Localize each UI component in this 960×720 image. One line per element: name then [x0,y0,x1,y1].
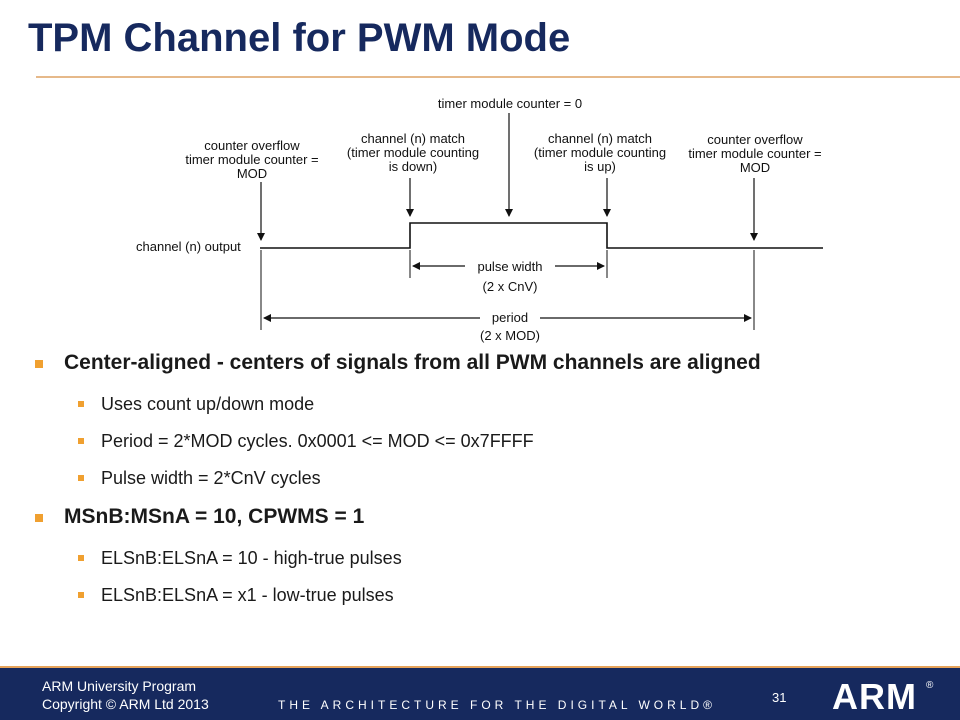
sub-bullet-marker [78,555,84,561]
label-overflow-right-1: counter overflow [707,132,803,147]
sub-bullet-marker [78,592,84,598]
sub-bullet-text: ELSnB:ELSnA = x1 - low-true pulses [101,585,394,605]
bullet-center-aligned: Center-aligned - centers of signals from… [32,348,932,378]
sub-bullet-high-true: ELSnB:ELSnA = 10 - high-true pulses [32,547,932,569]
label-overflow-left-2: timer module counter = [185,152,318,167]
label-match-up-3: is up) [584,159,616,174]
label-counter-zero: timer module counter = 0 [438,96,582,111]
bullet-marker [35,360,43,368]
label-match-down-3: is down) [389,159,437,174]
bullet-marker [35,514,43,522]
label-channel-output: channel (n) output [136,239,241,254]
label-overflow-left-3: MOD [237,166,267,181]
label-pulse-width-1: pulse width [477,259,542,274]
label-match-down-2: (timer module counting [347,145,479,160]
footer-copyright: Copyright © ARM Ltd 2013 [42,696,209,712]
footer-tagline: THE ARCHITECTURE FOR THE DIGITAL WORLD® [278,698,716,712]
pwm-timing-diagram: timer module counter = 0 counter overflo… [136,96,823,343]
label-match-down-1: channel (n) match [361,131,465,146]
sub-bullet-text: Period = 2*MOD cycles. 0x0001 <= MOD <= … [101,431,534,451]
label-overflow-right-2: timer module counter = [688,146,821,161]
bullet-mode-bits: MSnB:MSnA = 10, CPWMS = 1 [32,502,932,532]
bullet-text: Center-aligned - centers of signals from… [64,351,761,374]
footer-organization: ARM University Program [42,678,197,694]
sub-bullet-period: Period = 2*MOD cycles. 0x0001 <= MOD <= … [32,430,932,452]
title-divider [36,76,960,78]
sub-bullet-pulse-width: Pulse width = 2*CnV cycles [32,467,932,489]
channel-output-waveform [260,222,823,249]
sub-bullet-count-mode: Uses count up/down mode [32,393,932,415]
sub-bullet-low-true: ELSnB:ELSnA = x1 - low-true pulses [32,584,932,606]
label-overflow-left-1: counter overflow [204,138,300,153]
sub-bullet-text: Uses count up/down mode [101,394,315,414]
label-period-1: period [492,310,528,325]
label-match-up-2: (timer module counting [534,145,666,160]
sub-bullet-marker [78,438,84,444]
footer: ARM University Program Copyright © ARM L… [0,668,960,720]
slide-title: TPM Channel for PWM Mode [28,16,571,60]
label-period-2: (2 x MOD) [480,328,540,343]
registered-mark-icon: ® [926,680,934,691]
bullet-list: Center-aligned - centers of signals from… [32,348,932,606]
sub-bullet-marker [78,475,84,481]
bullet-text: MSnB:MSnA = 10, CPWMS = 1 [64,505,365,528]
footer-divider [0,666,960,668]
page-number: 31 [772,690,787,705]
sub-bullet-text: Pulse width = 2*CnV cycles [101,468,321,488]
sub-bullet-text: ELSnB:ELSnA = 10 - high-true pulses [101,548,402,568]
sub-bullet-marker [78,401,84,407]
label-pulse-width-2: (2 x CnV) [483,279,538,294]
label-match-up-1: channel (n) match [548,131,652,146]
arm-logo: ARM [832,676,917,717]
label-overflow-right-3: MOD [740,160,770,175]
